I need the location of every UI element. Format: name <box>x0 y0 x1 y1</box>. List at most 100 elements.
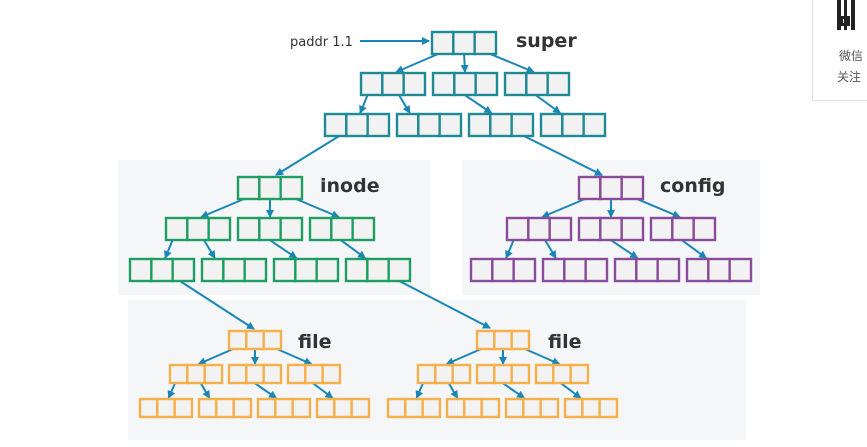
node-cell <box>510 363 531 385</box>
file-right-leaf-node <box>445 397 501 419</box>
node-cell <box>330 216 354 242</box>
node-cell <box>207 216 232 242</box>
node-cell <box>402 71 427 97</box>
node-cell <box>345 112 369 138</box>
file-right-mid-node <box>475 363 531 385</box>
node-cell <box>474 71 499 97</box>
node-cell <box>279 175 304 201</box>
node-cell <box>274 397 294 419</box>
node-cell <box>563 257 587 283</box>
file-left-leaf-node <box>256 397 312 419</box>
file-left-leaf-node <box>315 397 371 419</box>
super-leaf-node <box>539 112 607 138</box>
node-cell <box>262 329 283 351</box>
node-cell <box>728 257 753 283</box>
node-cell <box>171 257 196 283</box>
node-cell <box>315 397 336 419</box>
node-cell <box>505 216 530 242</box>
node-cell <box>245 363 265 385</box>
node-cell <box>561 112 585 138</box>
file-right-root-node <box>475 329 531 351</box>
node-cell <box>197 397 218 419</box>
node-cell <box>434 363 454 385</box>
node-cell <box>215 397 235 419</box>
node-cell <box>503 71 528 97</box>
super-label: super <box>516 30 577 52</box>
node-cell <box>236 175 261 201</box>
inode-root-node <box>236 175 304 201</box>
watermark-line1: 微信 <box>839 49 864 63</box>
node-cell <box>258 175 282 201</box>
node-cell <box>138 397 159 419</box>
node-cell <box>512 257 537 283</box>
super-mid-node <box>503 71 571 97</box>
node-cell <box>613 257 638 283</box>
node-cell <box>620 175 645 201</box>
node-cell <box>552 363 572 385</box>
paddr-label: paddr 1.1 <box>290 35 353 50</box>
node-cell <box>366 257 390 283</box>
node-cell <box>539 397 560 419</box>
node-cell <box>671 216 695 242</box>
super-root-node <box>430 30 498 56</box>
node-cell <box>308 216 333 242</box>
file-left-mid-node <box>168 363 224 385</box>
config-leaf-node <box>685 257 753 283</box>
node-cell <box>128 257 153 283</box>
node-cell <box>387 257 412 283</box>
inode-label: inode <box>320 175 380 197</box>
arrows <box>162 37 708 399</box>
node-cell <box>186 216 210 242</box>
node-cell <box>344 257 369 283</box>
node-cell <box>525 71 549 97</box>
node-cell <box>333 397 353 419</box>
super-leaf-node <box>467 112 535 138</box>
node-cell <box>463 397 483 419</box>
node-cell <box>707 257 731 283</box>
node-cell <box>635 257 659 283</box>
node-cell <box>510 112 535 138</box>
super-arrow <box>460 51 469 73</box>
node-cell <box>156 397 176 419</box>
node-cell <box>227 329 248 351</box>
node-cell <box>473 30 498 56</box>
config-root-node <box>577 175 645 201</box>
inode-mid-node <box>236 216 304 242</box>
file-right-leaf-node <box>504 397 560 419</box>
config-mid-node <box>649 216 717 242</box>
node-cell <box>504 397 525 419</box>
super-arrow <box>395 51 444 73</box>
node-cell <box>417 112 441 138</box>
node-cell <box>150 257 174 283</box>
node-cell <box>489 112 513 138</box>
file-right-leaf-node <box>386 397 442 419</box>
node-cell <box>656 257 681 283</box>
node-cell <box>546 71 571 97</box>
qr-code-icon <box>837 0 859 30</box>
super-mid-node <box>431 71 499 97</box>
inode-mid-node <box>164 216 232 242</box>
file-left-leaf-node <box>197 397 253 419</box>
config-leaf-node <box>613 257 681 283</box>
node-cell <box>164 216 189 242</box>
node-cell <box>569 363 590 385</box>
config-arrow <box>541 196 591 218</box>
node-cell <box>227 363 248 385</box>
node-cell <box>416 363 437 385</box>
node-cell <box>236 216 261 242</box>
node-cell <box>186 363 206 385</box>
node-cell <box>522 397 542 419</box>
node-cell <box>548 216 573 242</box>
node-cell <box>430 30 455 56</box>
inode-arrow <box>200 196 250 218</box>
node-cell <box>480 397 501 419</box>
node-cell <box>475 329 496 351</box>
node-cell <box>258 216 282 242</box>
node-cell <box>599 216 623 242</box>
config-label: config <box>660 175 726 197</box>
file-left-mid-node <box>227 363 283 385</box>
config-arrow <box>631 196 681 218</box>
file-left-root-node <box>227 329 283 351</box>
file-left-label: file <box>298 331 331 353</box>
